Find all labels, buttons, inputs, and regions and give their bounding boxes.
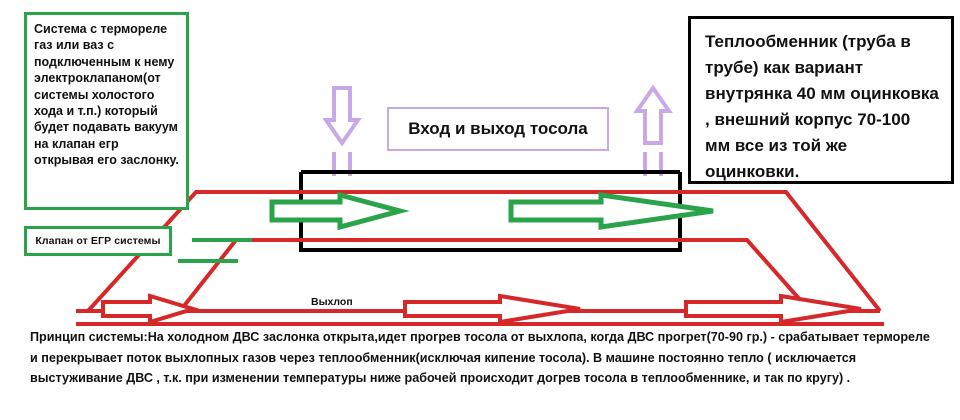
- red-exhaust-arrow-3: [684, 293, 862, 325]
- outer-casing-inner-trapezoid: [178, 238, 812, 313]
- label-exhaust: Выхлоп: [311, 296, 353, 308]
- red-exhaust-arrow-icon-2: [403, 293, 581, 325]
- coolant-inlet-arrow-icon: [322, 86, 362, 147]
- principle-description: Принцип системы:На холодном ДВС заслонка…: [30, 330, 930, 386]
- green-flow-arrow-1: [269, 191, 410, 231]
- red-exhaust-arrow-1: [101, 293, 200, 325]
- green-flow-arrow-2: [508, 192, 714, 230]
- coolant-inlet-arrow-group: [322, 86, 362, 176]
- coolant-outlet-arrow-icon: [633, 84, 673, 145]
- red-exhaust-arrow-icon-1: [101, 293, 200, 325]
- green-flow-arrow-icon-2: [508, 192, 714, 230]
- note-thermorelay-system: Система с термореле газ или ваз с подклю…: [24, 12, 189, 210]
- green-flow-arrow-icon-1: [269, 191, 410, 231]
- note-egr-valve: Клапан от ЕГР системы: [24, 226, 172, 256]
- red-exhaust-arrow-icon-3: [684, 293, 862, 325]
- red-exhaust-arrow-2: [403, 293, 581, 325]
- coolant-outlet-arrow-group: [633, 84, 673, 176]
- note-coolant-inlet-outlet: Вход и выход тосола: [387, 107, 609, 151]
- note-heat-exchanger-spec: Теплообменник (труба в трубе) как вариан…: [688, 16, 954, 184]
